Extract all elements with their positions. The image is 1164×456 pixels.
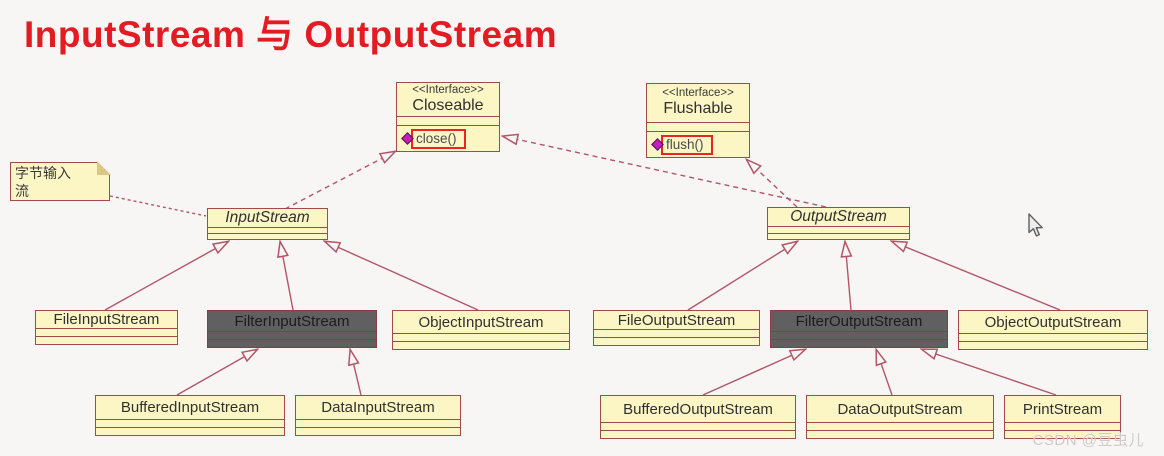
methods-compartment [594, 337, 759, 345]
methods-compartment [768, 232, 909, 240]
attributes-compartment [96, 419, 284, 427]
csdn-watermark: CSDN @豆虫儿 [1032, 432, 1144, 449]
methods-compartment: flush() [647, 131, 749, 157]
attributes-compartment [208, 331, 376, 339]
class-box-bufferedinputstream: BufferedInputStream [95, 395, 285, 436]
generalization-bufferedoutputstream [702, 349, 806, 396]
methods-compartment [771, 339, 947, 347]
attributes-compartment [768, 226, 909, 233]
stereotype-label: <<Interface>> [412, 83, 484, 96]
generalization-datainputstream [350, 349, 362, 396]
stereotype-label: <<Interface>> [662, 87, 734, 100]
attributes-compartment [959, 333, 1147, 341]
note-anchor-line [109, 195, 207, 217]
methods-compartment: close() [397, 125, 499, 151]
class-name: PrintStream [1022, 400, 1103, 418]
generalization-bufferedinputstream [176, 349, 258, 396]
attributes-compartment [296, 419, 460, 427]
class-box-objectoutputstream: ObjectOutputStream [958, 310, 1148, 350]
methods-compartment [393, 341, 569, 349]
generalization-printstream [921, 348, 1057, 396]
class-name: FileInputStream [53, 311, 160, 328]
methods-compartment [601, 430, 795, 438]
class-name: BufferedInputStream [120, 399, 260, 416]
class-box-objectinputstream: ObjectInputStream [392, 310, 570, 350]
attributes-compartment [36, 328, 177, 336]
attributes-compartment [393, 333, 569, 341]
interface-name: Flushable [663, 100, 733, 118]
realization-outputstream-closeable [502, 136, 827, 208]
mouse-cursor [1028, 213, 1043, 237]
attributes-compartment [594, 329, 759, 337]
attributes-compartment [601, 422, 795, 430]
generalization-fileinputstream [104, 241, 229, 311]
class-name: FileOutputStream [617, 311, 736, 329]
class-name: InputStream [225, 209, 310, 226]
generalization-dataoutputstream [875, 349, 893, 396]
class-box-outputstream: OutputStream [767, 207, 910, 240]
interface-box-flushable: <<Interface>> Flushable flush() [646, 83, 750, 158]
uml-note-byte-input-stream: 字节输入流 [10, 161, 111, 201]
methods-compartment [807, 430, 993, 438]
methods-compartment [208, 233, 327, 239]
method-label-highlighted: flush() [661, 134, 713, 155]
note-text: 字节输入流 [15, 165, 71, 199]
interface-name: Closeable [412, 96, 484, 114]
generalization-filterinputstream [280, 241, 294, 311]
methods-compartment [208, 339, 376, 347]
methods-compartment [959, 341, 1147, 349]
attributes-compartment [647, 122, 749, 131]
generalization-objectoutputstream [891, 241, 1061, 311]
realization-outputstream-flushable [746, 159, 798, 208]
attributes-compartment [807, 422, 993, 430]
attributes-compartment [208, 227, 327, 233]
class-box-filteroutputstream: FilterOutputStream [770, 310, 948, 348]
class-box-datainputstream: DataInputStream [295, 395, 461, 436]
class-name: OutputStream [790, 208, 887, 225]
class-box-printstream: PrintStream [1004, 395, 1121, 439]
interface-box-closeable: <<Interface>> Closeable close() [396, 82, 500, 152]
class-name: ObjectOutputStream [984, 313, 1122, 331]
attributes-compartment [397, 116, 499, 125]
methods-compartment [1005, 430, 1120, 438]
realization-inputstream-closeable [284, 151, 396, 210]
class-name: FilterOutputStream [795, 312, 923, 330]
methods-compartment [296, 427, 460, 435]
generalization-filteroutputstream [845, 241, 851, 311]
class-box-inputstream: InputStream [207, 208, 328, 240]
methods-compartment [96, 427, 284, 435]
method-label-highlighted: close() [411, 128, 466, 149]
generalization-fileoutputstream [687, 241, 798, 311]
attributes-compartment [1005, 422, 1120, 430]
class-name: FilterInputStream [234, 312, 350, 330]
class-box-fileinputstream: FileInputStream [35, 310, 178, 345]
class-name: ObjectInputStream [418, 313, 544, 331]
generalization-objectinputstream [324, 241, 479, 311]
class-box-dataoutputstream: DataOutputStream [806, 395, 994, 439]
attributes-compartment [771, 331, 947, 339]
class-box-filterinputstream: FilterInputStream [207, 310, 377, 348]
class-box-bufferedoutputstream: BufferedOutputStream [600, 395, 796, 439]
page-title: InputStream 与 OutputStream [24, 14, 558, 55]
methods-compartment [36, 336, 177, 344]
class-name: DataOutputStream [837, 400, 963, 418]
class-name: DataInputStream [321, 399, 435, 416]
class-box-fileoutputstream: FileOutputStream [593, 310, 760, 346]
class-name: BufferedOutputStream [623, 400, 773, 418]
